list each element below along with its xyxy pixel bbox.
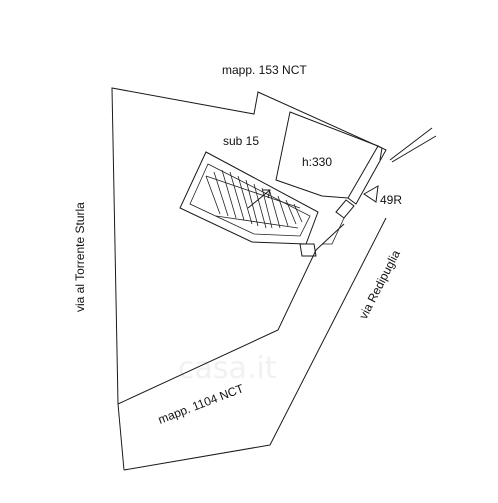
stair-treads: [205, 169, 303, 229]
street-right-outer-edge: [391, 135, 437, 163]
watermark: casa.it: [178, 351, 277, 386]
street-right-inner-edge: [389, 127, 433, 161]
label-sub: sub 15: [223, 134, 259, 148]
door-element-line: [322, 217, 345, 245]
lot-boundary: [111, 87, 383, 405]
door-element: [335, 199, 355, 219]
label-mapp-1104: mapp. 1104 NCT: [156, 381, 246, 427]
street-bottom-edge: [123, 444, 271, 471]
lot-boundary-south: [117, 249, 317, 405]
label-civic-number: 49R: [380, 193, 402, 207]
room-h330: [275, 111, 379, 199]
staircase-inner-outline: [189, 163, 311, 237]
street-left-edge: [117, 403, 125, 471]
street-right-far-edge: [269, 217, 387, 446]
room-wall-detail: [347, 145, 387, 205]
label-height: h:330: [302, 155, 332, 169]
label-street-left: via al Torrente Sturla: [73, 202, 87, 312]
staircase-outline: [179, 151, 319, 245]
stair-direction-line: [247, 189, 271, 209]
stair-direction-arrowhead: [262, 189, 271, 199]
stair-notch: [299, 243, 317, 257]
label-street-right: via Redipuglia: [356, 248, 403, 322]
entrance-arrow-icon: [363, 185, 379, 203]
label-mapp-153: mapp. 153 NCT: [222, 63, 307, 77]
